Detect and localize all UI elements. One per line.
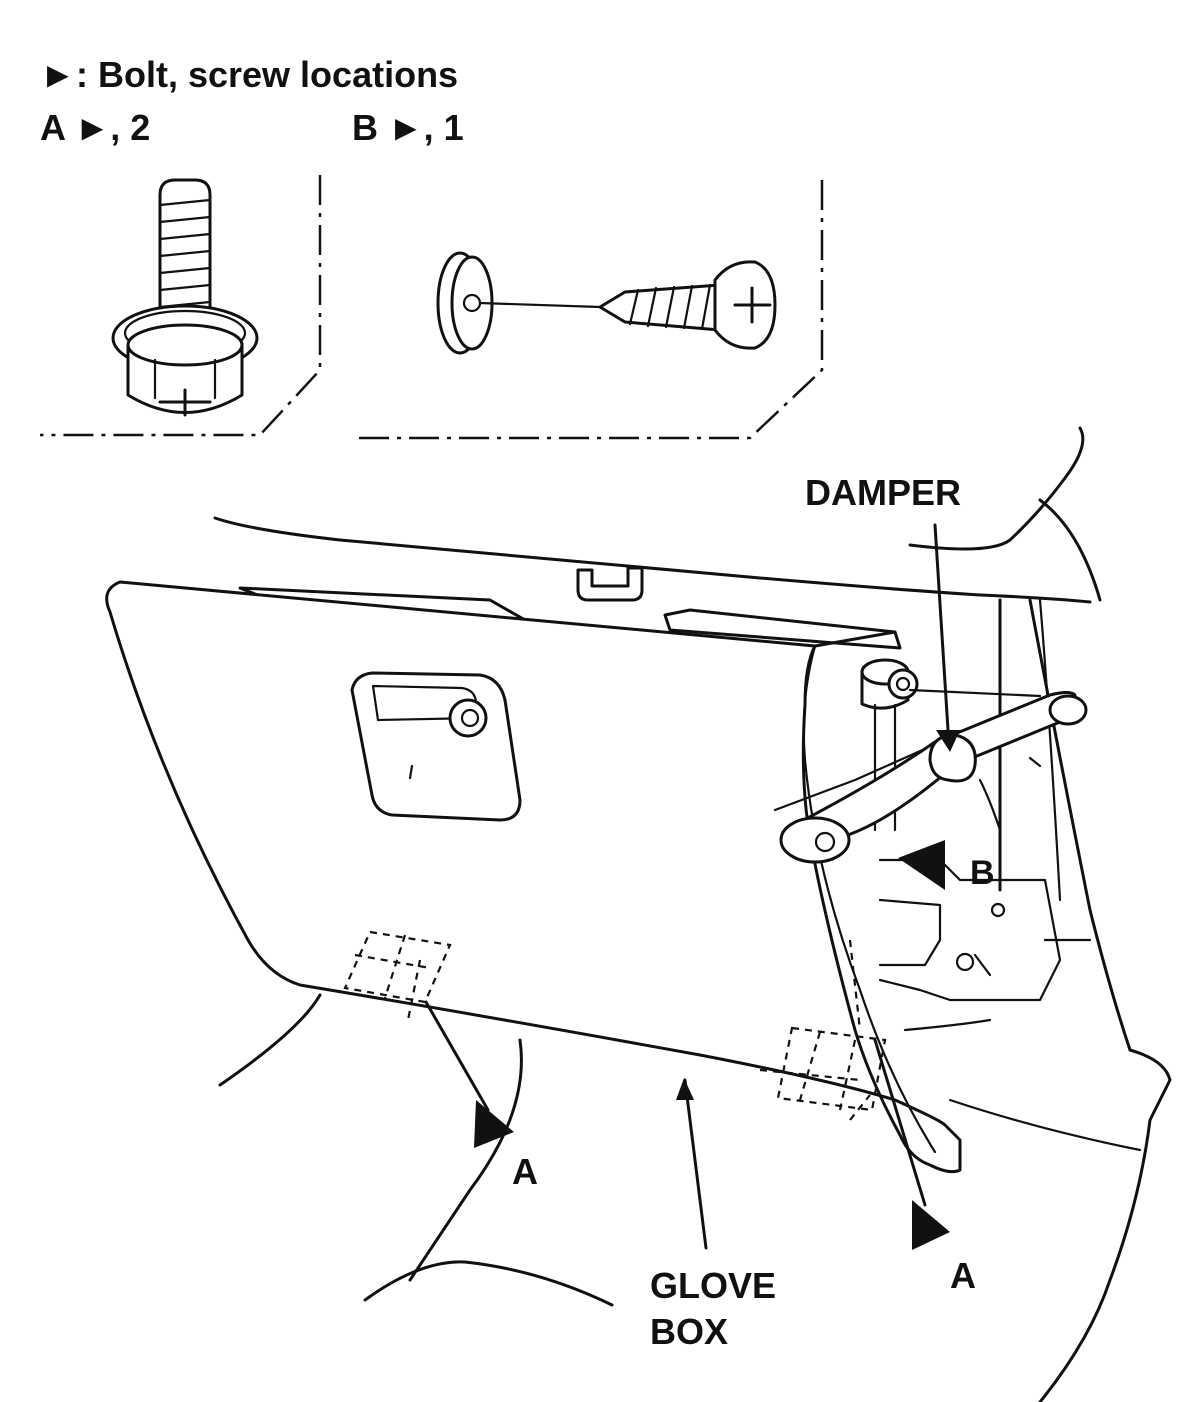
detail-a-frame (40, 175, 322, 437)
a-marker-arrow-left (474, 1100, 514, 1148)
hinge-post (860, 658, 1042, 832)
b-marker-arrow (898, 840, 945, 890)
a-callout-right: A (873, 1038, 976, 1296)
glove-box-label-line1: GLOVE (650, 1265, 776, 1306)
legend-heading: : Bolt, screw locations (76, 54, 458, 95)
legend-heading-symbol: ► (40, 54, 76, 95)
damper-label: DAMPER (805, 472, 961, 513)
legend-item-a: A ►, 2 (40, 107, 150, 148)
a-marker-label-right: A (950, 1255, 976, 1296)
legend-item-b: B ►, 1 (352, 107, 464, 148)
dashboard-upper-edge (213, 516, 1092, 604)
glove-box-callout: GLOVE BOX (650, 1078, 776, 1352)
legend: ► : Bolt, screw locations A ►, 2 B ►, 1 (40, 54, 464, 148)
screw-washer-icon (436, 251, 777, 355)
b-marker-label: B (970, 854, 995, 892)
hidden-clip-right (759, 939, 887, 1121)
damper-assembly (773, 691, 1088, 864)
detail-a-bolt-illustration (40, 175, 322, 437)
glove-box-label-line2: BOX (650, 1311, 728, 1352)
detail-b-screw-illustration (352, 180, 824, 440)
glove-box-scene (105, 426, 1172, 1402)
damper-callout: DAMPER (805, 472, 961, 752)
a-marker-arrow-right (912, 1200, 950, 1250)
a-callout-left: A (424, 1000, 538, 1192)
bolt-icon (111, 178, 259, 417)
glove-box-door (105, 580, 962, 1174)
a-marker-label-left: A (512, 1151, 538, 1192)
detail-b-frame (352, 180, 824, 440)
b-callout: B (898, 840, 995, 892)
glove-box-handle (350, 671, 522, 822)
